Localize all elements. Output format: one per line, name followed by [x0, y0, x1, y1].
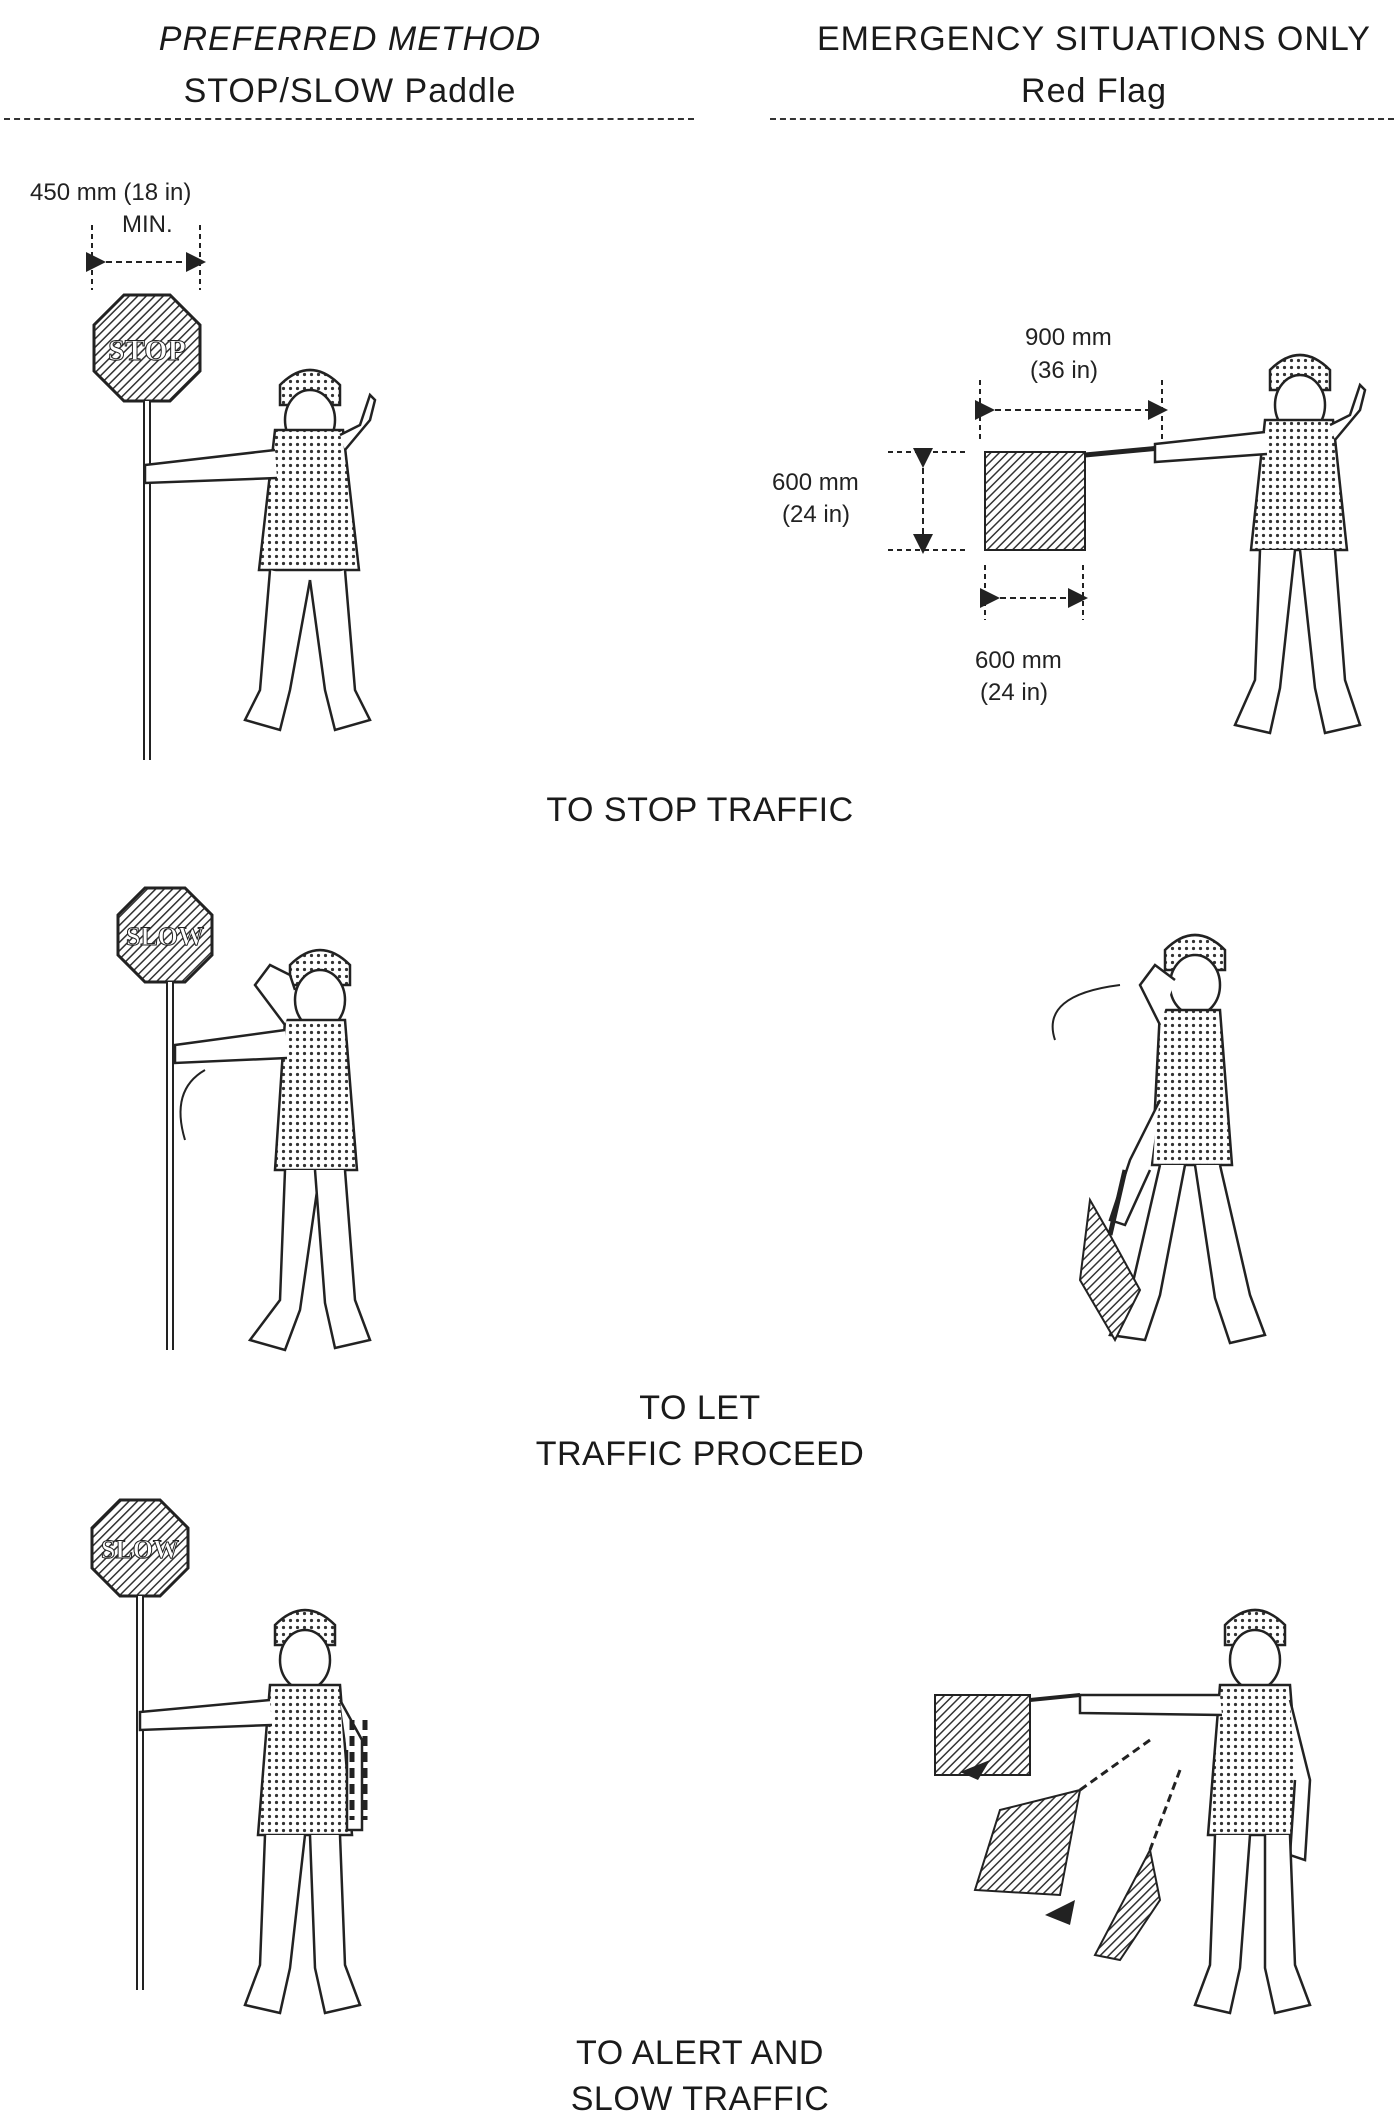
row1-caption: TO STOP TRAFFIC [400, 787, 1000, 833]
row3-caption-line1: TO ALERT AND [400, 2030, 1000, 2076]
flag-height-dimension-imperial: (24 in) [782, 501, 850, 528]
slow-paddle-text-row3: SLOW [101, 1535, 179, 1564]
paddle-width-dimension: 450 mm (18 in) [30, 179, 191, 206]
flag-staff-dimension-imperial: (36 in) [1030, 357, 1098, 384]
stop-paddle-text: STOP [108, 334, 186, 367]
row3-caption-line2: SLOW TRAFFIC [400, 2076, 1000, 2122]
red-flag-icon-row3b [975, 1790, 1080, 1895]
flag-height-dimension: 600 mm [772, 469, 859, 496]
slow-paddle-text-row2: SLOW [126, 922, 204, 951]
row2-caption-line2: TRAFFIC PROCEED [400, 1431, 1000, 1477]
flag-width-dimension: 600 mm [975, 647, 1062, 674]
red-flag-icon-row3c [1095, 1850, 1160, 1960]
row2-left-figure: SLOW [118, 888, 370, 1350]
row2-caption-line1: TO LET [400, 1385, 1000, 1431]
row2-right-figure [1053, 935, 1265, 1343]
row3-right-figure [935, 1610, 1310, 2013]
row1-left-figure: 450 mm (18 in) MIN. STOP [30, 179, 375, 760]
row3-caption: TO ALERT AND SLOW TRAFFIC [400, 2030, 1000, 2122]
red-flag-icon [985, 452, 1085, 550]
flag-width-dimension-imperial: (24 in) [980, 679, 1048, 706]
row1-caption-line1: TO STOP TRAFFIC [400, 787, 1000, 833]
flag-staff-dimension: 900 mm [1025, 324, 1112, 351]
row3-left-figure: SLOW [92, 1500, 365, 2013]
paddle-width-min-label: MIN. [122, 211, 173, 238]
motion-arrow-icon-2 [1045, 1900, 1075, 1925]
row1-right-figure: 900 mm (36 in) 600 mm (24 in) 600 mm (24… [772, 324, 1365, 733]
row2-caption: TO LET TRAFFIC PROCEED [400, 1385, 1000, 1477]
